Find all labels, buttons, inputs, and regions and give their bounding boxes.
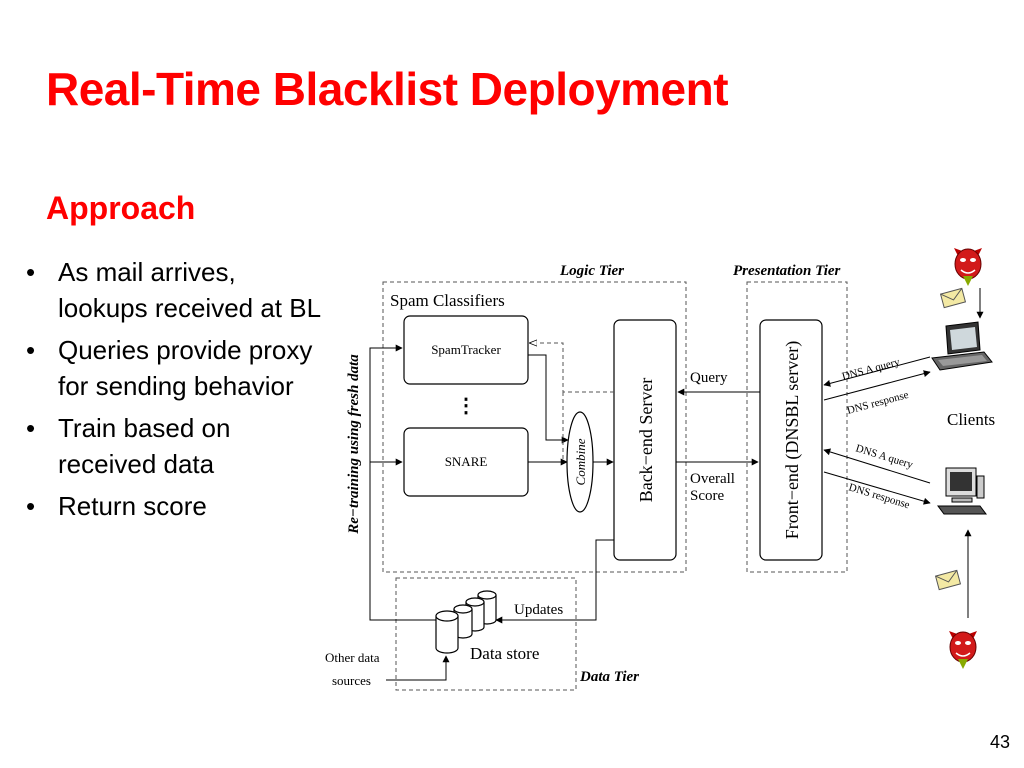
presentation-tier-label: Presentation Tier (733, 263, 841, 279)
overall-label: Overall (690, 471, 735, 487)
logic-tier-box (382, 281, 687, 573)
envelope-icon (939, 287, 967, 309)
retraining-line (369, 344, 440, 621)
updates-arrow (495, 539, 614, 624)
combine-label: Combine (573, 438, 588, 485)
data-tier-label: Data Tier (579, 669, 639, 685)
frontend-server-label: Front−end (DNSBL server) (782, 341, 803, 539)
devil-spammer-icon (954, 248, 982, 286)
spamtracker-box (403, 315, 529, 385)
data-store-label: Data store (470, 644, 539, 663)
backend-feedback-dashed-line (530, 343, 614, 393)
updates-label: Updates (514, 602, 563, 618)
slide-title: Real-Time Blacklist Deployment (46, 63, 729, 115)
backend-server-label: Back−end Server (636, 378, 656, 503)
data-store-icon (435, 590, 497, 654)
query-label: Query (690, 370, 728, 386)
other-data-label: Other data (325, 650, 380, 665)
sources-label: sources (332, 673, 371, 688)
dns-response-label-1: DNS response (846, 389, 910, 417)
dns-response-arrow-2 (823, 471, 931, 505)
devil-spammer-icon (949, 631, 977, 669)
dns-query-arrow-1 (823, 356, 931, 387)
presentation-tier-box (746, 281, 848, 573)
snare-label: SNARE (445, 454, 488, 469)
desktop-computer-icon (937, 467, 987, 515)
logic-tier-label: Logic Tier (559, 263, 624, 279)
classifier-ellipsis: ⋮ (456, 395, 476, 417)
dns-response-label-2: DNS response (847, 481, 911, 511)
page-number: 43 (989, 732, 1010, 752)
dns-query-label-1: DNS A query (841, 356, 902, 383)
frontend-server-box (759, 319, 823, 561)
bullet-list: As mail arrives, lookups received at BL … (22, 254, 332, 530)
spam-classifiers-label: Spam Classifiers (390, 291, 505, 310)
bullet-item: Train based on received data (22, 410, 332, 482)
dns-query-arrow-2 (823, 448, 931, 484)
backend-server-box (613, 319, 677, 561)
laptop-icon (931, 321, 993, 371)
clients-label: Clients (947, 410, 995, 429)
spamtracker-label: SpamTracker (431, 342, 501, 357)
spamtracker-to-combine-arrow (528, 354, 569, 444)
envelope-icon (934, 569, 962, 591)
slide-subtitle: Approach (46, 190, 196, 226)
bullet-item: Queries provide proxy for sending behavi… (22, 332, 332, 404)
score-label: Score (690, 488, 724, 504)
other-sources-arrow (386, 655, 450, 681)
bullet-item: As mail arrives, lookups received at BL (22, 254, 332, 326)
data-tier-box (395, 577, 577, 691)
bullet-item: Return score (22, 488, 332, 524)
dns-response-arrow-1 (823, 370, 931, 401)
dns-query-label-2: DNS A query (854, 442, 915, 471)
retraining-label: Re−training using fresh data (346, 354, 362, 535)
